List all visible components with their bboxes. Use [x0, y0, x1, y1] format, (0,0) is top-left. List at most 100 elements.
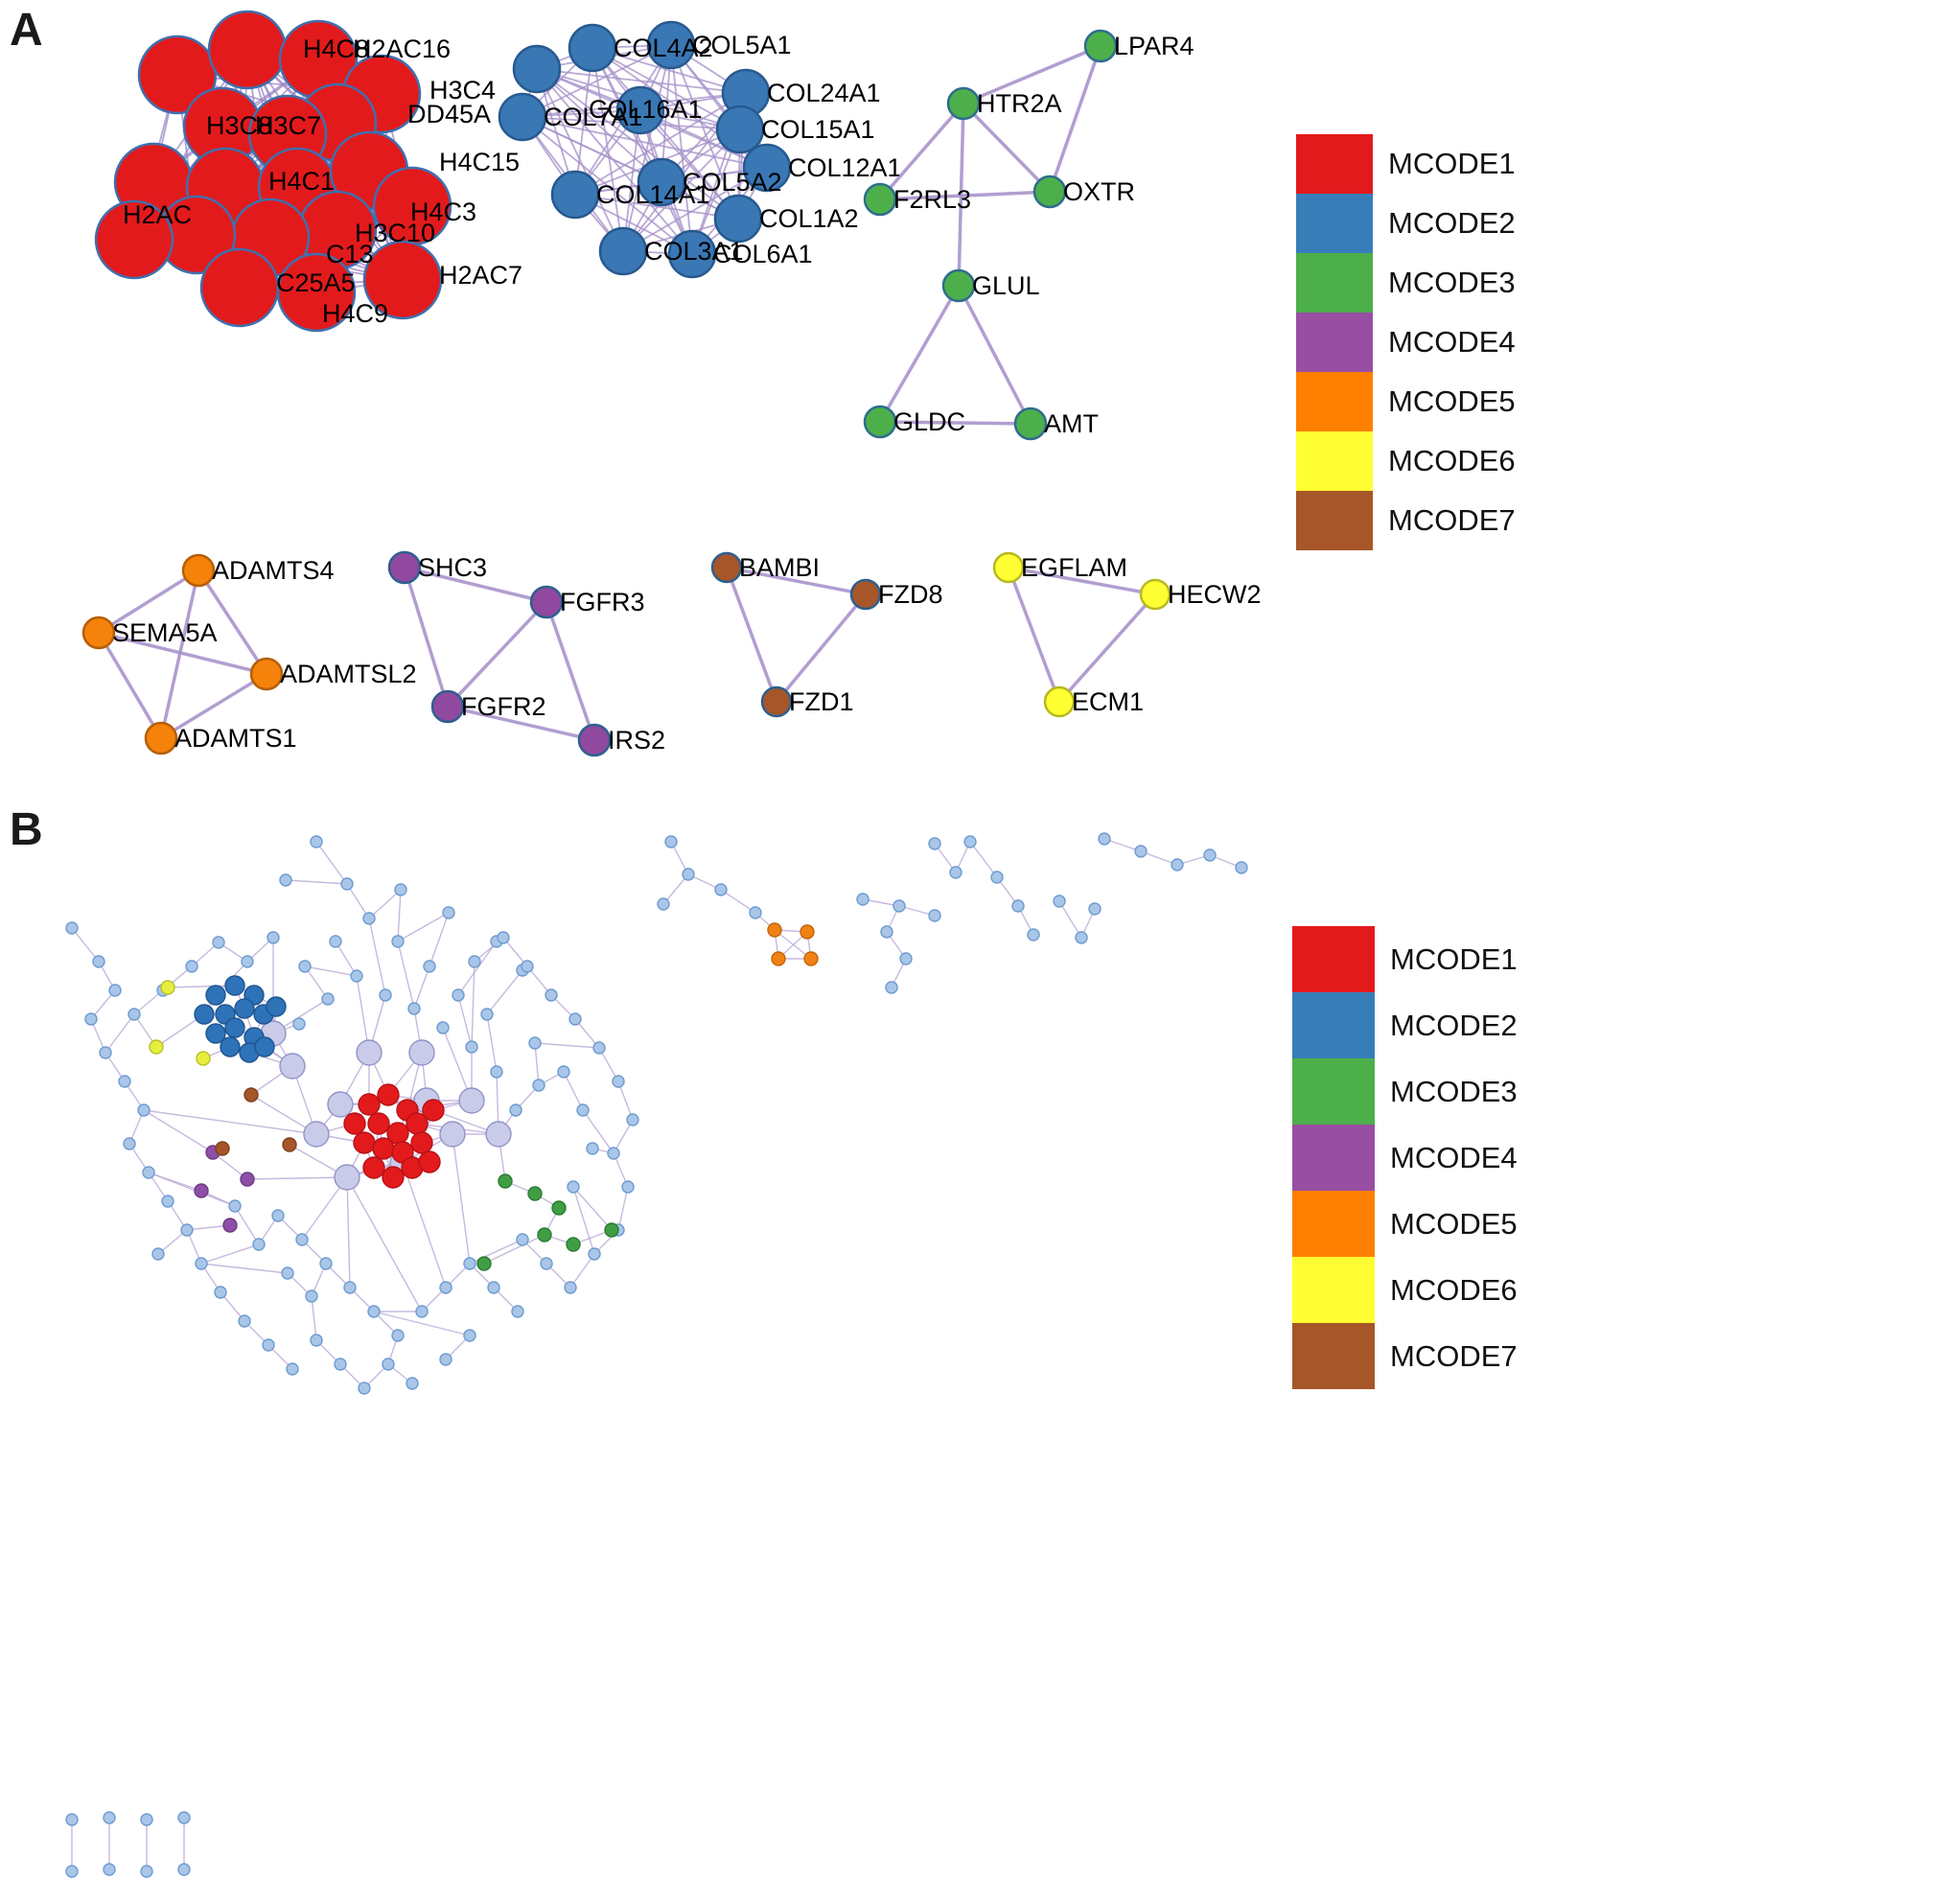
node-n	[310, 1334, 323, 1347]
edge	[670, 44, 739, 220]
legend-row: MCODE3	[1296, 253, 1516, 313]
edge	[1048, 45, 1102, 193]
legend-label: MCODE3	[1388, 266, 1516, 299]
node-p	[240, 1172, 255, 1187]
gene-label: COL15A1	[761, 115, 875, 144]
node-n	[84, 1012, 98, 1026]
gene-node	[577, 723, 612, 757]
edge	[879, 190, 1051, 201]
legend-swatch	[1292, 1058, 1375, 1125]
node-n	[123, 1137, 136, 1150]
gene-node	[512, 44, 562, 94]
legend-row: MCODE5	[1292, 1191, 1518, 1257]
node-n	[228, 1199, 242, 1213]
node-n	[329, 935, 342, 948]
gene-label: FGFR3	[560, 588, 645, 616]
node-n	[142, 1166, 155, 1179]
node-h	[408, 1039, 435, 1066]
edge	[98, 631, 267, 676]
node-n	[497, 931, 510, 944]
node-b	[224, 975, 245, 996]
gene-label: HECW2	[1168, 580, 1262, 609]
gene-node	[207, 10, 288, 90]
legend-swatch	[1292, 992, 1375, 1058]
legend-swatch	[1296, 194, 1373, 253]
node-n	[588, 1247, 601, 1261]
gene-label: F2RL3	[893, 185, 971, 214]
node-n	[1235, 861, 1248, 874]
gene-node	[498, 92, 547, 142]
edge	[522, 116, 693, 255]
gene-label: LPAR4	[1114, 32, 1194, 60]
gene-node	[94, 199, 174, 280]
gene-node	[715, 104, 765, 154]
node-n	[406, 1377, 419, 1390]
node-n	[177, 1863, 191, 1876]
legend-label: MCODE4	[1390, 1140, 1518, 1174]
node-n	[195, 1257, 208, 1270]
gene-node	[598, 226, 648, 276]
gene-label: EGFLAM	[1021, 553, 1127, 582]
gene-label: C13	[326, 240, 374, 268]
node-n	[586, 1142, 599, 1155]
gene-node	[529, 585, 564, 619]
gene-label: AMT	[1044, 409, 1099, 438]
node-n	[463, 1257, 476, 1270]
node-n	[292, 1017, 306, 1031]
node-n	[612, 1075, 625, 1088]
node-n	[321, 992, 335, 1006]
node-n	[140, 1865, 153, 1878]
node-n	[928, 837, 941, 850]
node-n	[298, 960, 312, 973]
gene-label: COL1A2	[759, 204, 859, 233]
node-n	[521, 960, 534, 973]
legend-label: MCODE3	[1390, 1074, 1518, 1108]
node-n	[564, 1281, 577, 1294]
gene-node	[713, 194, 763, 244]
node-n	[99, 1046, 112, 1059]
node-n	[592, 1041, 606, 1055]
node-n	[267, 931, 280, 944]
node-n	[177, 1811, 191, 1824]
edge	[774, 929, 812, 960]
node-b	[205, 1023, 226, 1044]
node-r	[358, 1093, 381, 1116]
node-g	[566, 1237, 581, 1252]
edge	[726, 566, 867, 596]
edge	[483, 1234, 545, 1265]
gene-label: IRS2	[608, 726, 665, 755]
node-h	[327, 1091, 354, 1118]
edge	[469, 1239, 523, 1265]
legend-row: MCODE6	[1292, 1257, 1518, 1323]
gene-label: HTR2A	[977, 89, 1062, 118]
gene-node	[430, 689, 465, 724]
legend-label: MCODE5	[1388, 384, 1516, 418]
node-n	[463, 1329, 476, 1342]
node-n	[362, 912, 376, 925]
node-n	[262, 1338, 275, 1352]
edge	[397, 940, 415, 1010]
edge	[1008, 566, 1156, 596]
node-n	[490, 1065, 503, 1079]
edge	[969, 841, 998, 878]
gene-node	[992, 551, 1025, 584]
node-w	[282, 1137, 297, 1152]
node-h	[334, 1164, 360, 1191]
node-n	[238, 1314, 251, 1328]
node-n	[252, 1238, 266, 1251]
gene-label: COL14A1	[596, 180, 710, 209]
gene-node	[1083, 29, 1118, 63]
node-n	[279, 873, 292, 887]
node-n	[682, 868, 695, 881]
node-n	[92, 955, 105, 968]
node-r	[418, 1150, 441, 1173]
node-n	[1053, 894, 1066, 908]
edge	[622, 44, 672, 252]
node-n	[657, 897, 670, 911]
node-w	[244, 1087, 259, 1103]
legend-swatch	[1296, 253, 1373, 313]
edge	[346, 1176, 351, 1289]
